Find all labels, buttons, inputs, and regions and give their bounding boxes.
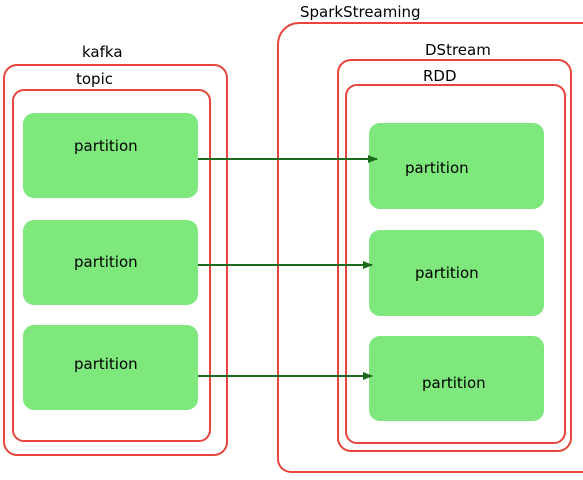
dstream-container [337, 59, 572, 452]
topic-label: topic [76, 70, 113, 88]
source-partition-1-label: partition [74, 137, 138, 155]
kafka-container [3, 64, 228, 456]
spark-streaming-label: SparkStreaming [300, 3, 421, 21]
dstream-label: DStream [425, 41, 491, 59]
source-partition-3: partition [23, 325, 198, 410]
target-partition-1: partition [369, 123, 544, 209]
target-partition-1-label: partition [405, 159, 469, 177]
target-partition-3: partition [369, 336, 544, 421]
source-partition-2: partition [23, 220, 198, 305]
source-partition-3-label: partition [74, 355, 138, 373]
kafka-label: kafka [82, 43, 123, 61]
spark-streaming-container [277, 22, 583, 473]
source-partition-2-label: partition [74, 253, 138, 271]
target-partition-2-label: partition [415, 264, 479, 282]
target-partition-3-label: partition [422, 374, 486, 392]
source-partition-1: partition [23, 113, 198, 198]
target-partition-2: partition [369, 230, 544, 316]
rdd-label: RDD [423, 67, 457, 85]
